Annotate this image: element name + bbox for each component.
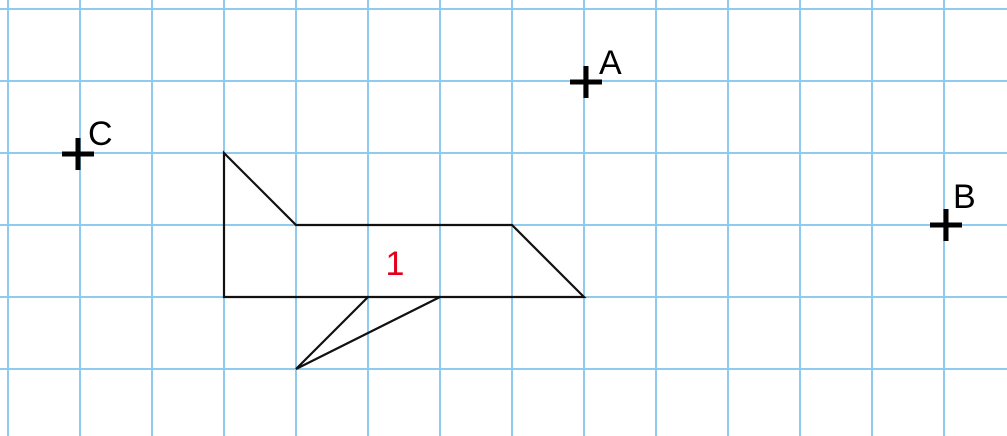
- airplane-shape-1: 1: [222, 150, 587, 370]
- point-b-label: B: [953, 178, 976, 216]
- airplane-body-outline: [222, 150, 587, 299]
- point-c: C: [62, 115, 113, 170]
- point-a: A: [570, 44, 622, 98]
- shape-number-label: 1: [386, 245, 405, 283]
- point-b: B: [930, 178, 976, 241]
- airplane-wing-outline: [295, 296, 441, 370]
- point-a-label: A: [599, 44, 622, 82]
- point-c-label: C: [88, 115, 113, 153]
